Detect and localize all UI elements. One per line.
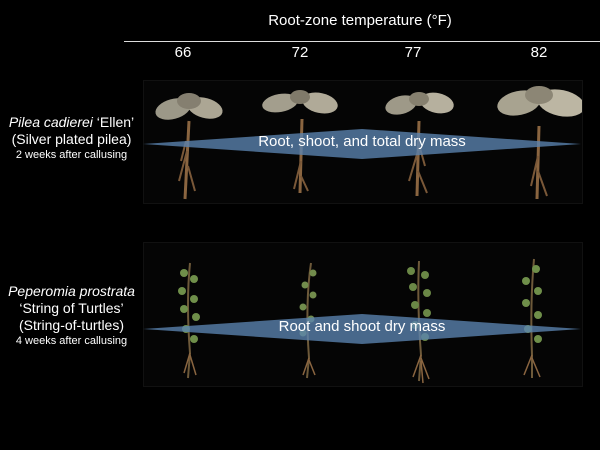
- peperomia-species: Peperomia prostrata: [8, 283, 135, 299]
- peperomia-common-name: (String-of-turtles): [18, 317, 125, 333]
- temperature-label-72: 72: [291, 44, 309, 61]
- peperomia-arrow-label: Root and shoot dry mass: [278, 318, 446, 335]
- pilea-name-line: Pilea cadierei ‘Ellen’: [0, 114, 143, 131]
- pilea-plant-66: [155, 93, 223, 200]
- peperomia-label: Peperomia prostrata ‘String of Turtles’ …: [0, 283, 143, 348]
- pilea-plant-72: [262, 90, 338, 194]
- pilea-arrow-label: Root, shoot, and total dry mass: [258, 133, 466, 150]
- pilea-photo: [155, 86, 585, 200]
- peperomia-photo-panel: [143, 242, 583, 387]
- pilea-cultivar: ‘Ellen’: [92, 114, 135, 130]
- peperomia-double-arrow: [143, 314, 581, 344]
- pilea-plant-82: [497, 86, 585, 200]
- peperomia-cultivar: ‘String of Turtles’: [19, 300, 124, 316]
- pilea-label: Pilea cadierei ‘Ellen’ (Silver plated pi…: [0, 114, 143, 162]
- header-title: Root-zone temperature (°F): [268, 12, 452, 29]
- pilea-double-arrow: [143, 129, 581, 159]
- pilea-species: Pilea cadierei: [8, 114, 93, 130]
- header-divider: [124, 41, 600, 42]
- temperature-label-77: 77: [404, 44, 422, 61]
- pilea-timing: 2 weeks after callusing: [15, 149, 128, 161]
- temperature-label-66: 66: [174, 44, 192, 61]
- temperature-label-82: 82: [530, 44, 548, 61]
- peperomia-timing: 4 weeks after callusing: [15, 335, 128, 347]
- pilea-common-name: (Silver plated pilea): [11, 131, 132, 147]
- peperomia-plant-66: [178, 262, 200, 379]
